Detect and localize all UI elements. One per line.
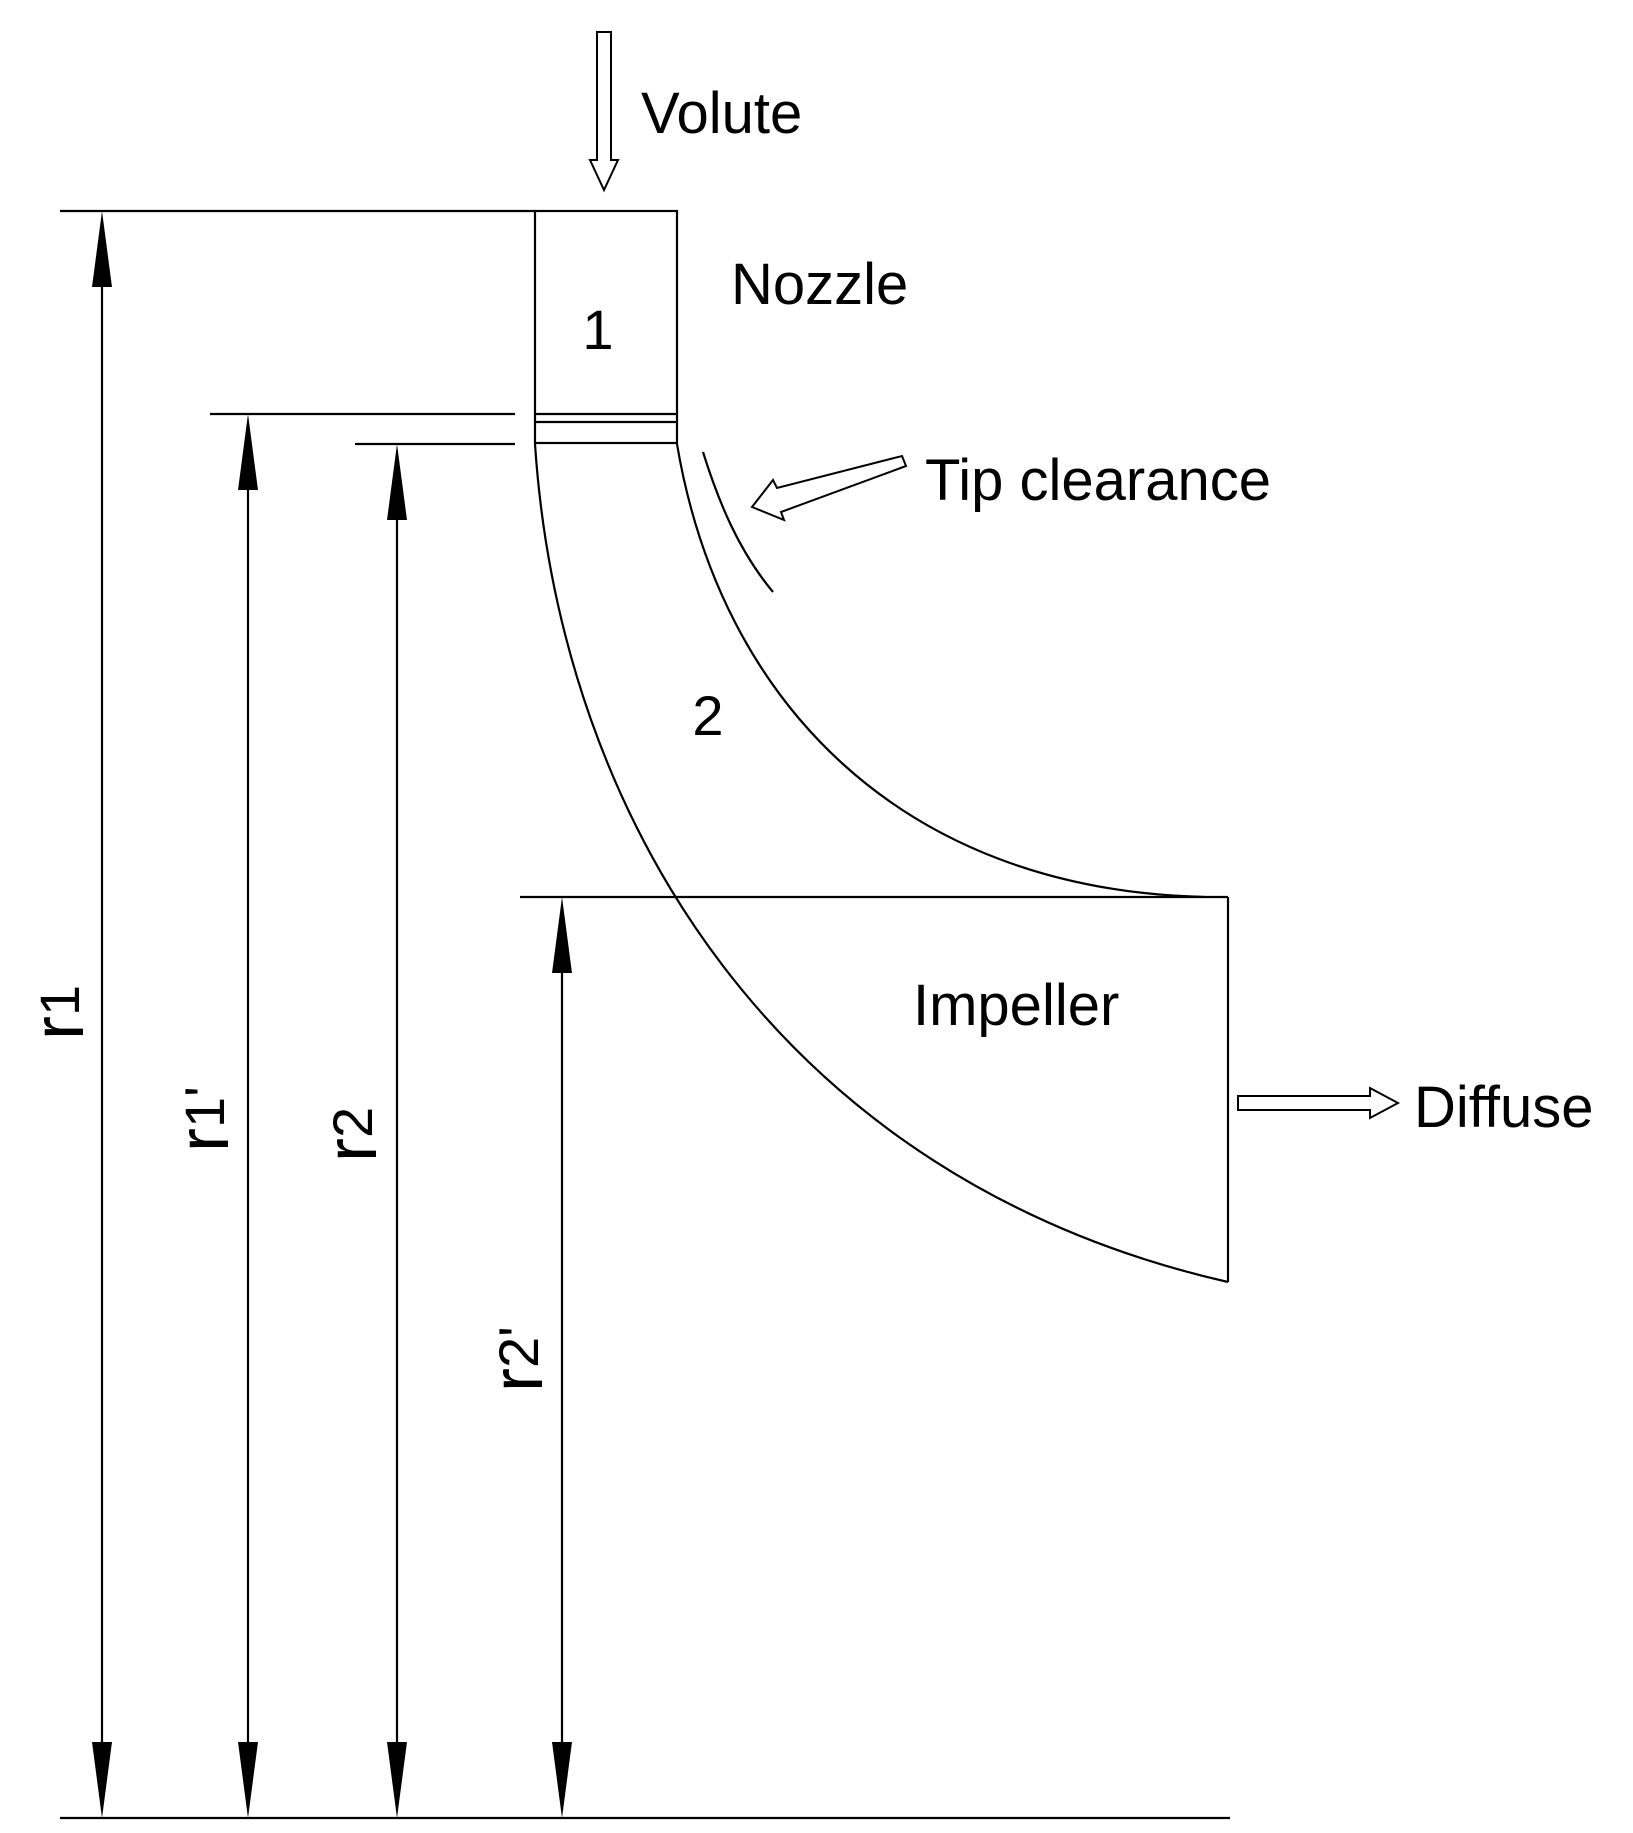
tip-clearance-arc <box>701 451 774 593</box>
impeller-passage <box>533 443 1230 1284</box>
r1-label: r1 <box>19 985 99 1040</box>
diffuse-flow-arrow-icon <box>1237 1086 1401 1120</box>
zone-2-label: 2 <box>692 684 723 747</box>
r1-dimension-arrow <box>92 211 112 1818</box>
tip-clearance-pointer-arrow-icon <box>750 454 908 522</box>
diffuse-label: Diffuse <box>1414 1075 1593 1140</box>
r2-label: r2 <box>312 1107 392 1162</box>
impeller-label: Impeller <box>913 973 1119 1038</box>
r1-prime-dimension-arrow <box>238 414 258 1818</box>
nozzle-label: Nozzle <box>731 252 908 317</box>
volute-flow-arrow-icon <box>588 31 620 193</box>
tip-clearance-label: Tip clearance <box>925 448 1271 513</box>
r2-dimension-arrow <box>387 444 407 1818</box>
r1-prime-label: r1' <box>164 1086 244 1152</box>
nozzle-block <box>533 209 679 445</box>
r2-prime-dimension-arrow <box>552 897 572 1818</box>
r2-prime-label: r2' <box>478 1326 558 1392</box>
impeller-hub-curve <box>533 443 1229 1284</box>
zone-1-label: 1 <box>582 298 613 361</box>
volute-label: Volute <box>641 81 802 146</box>
impeller-shroud-curve <box>675 443 1206 899</box>
